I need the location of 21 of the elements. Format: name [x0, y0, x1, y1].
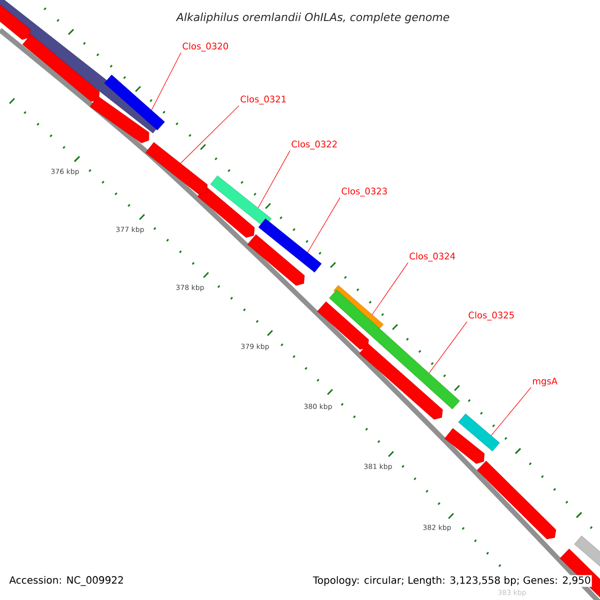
gene-label: Clos_0323	[342, 188, 387, 196]
leader-line	[180, 105, 240, 164]
leader-line	[372, 262, 408, 315]
gene-feature	[458, 414, 500, 452]
leader-line	[490, 387, 532, 436]
gene-label: Clos_0320	[182, 42, 228, 52]
gene-feature	[104, 74, 165, 130]
gene-label: Clos_0322	[292, 140, 337, 150]
title: Alkaliphilus oremlandii OhILAs, complete genome	[176, 12, 450, 24]
gene-label: mgsA	[533, 378, 558, 386]
gene-label: Clos_0321	[240, 96, 286, 104]
leader-line	[307, 197, 340, 253]
gene-feature	[258, 218, 322, 272]
gene-label: Clos_0324	[410, 252, 456, 262]
gene-label: Clos_0325	[468, 312, 514, 320]
gene-feature	[146, 142, 208, 195]
accession-text: Accession: NC_009922	[8, 575, 125, 587]
genome-info-text: Topology: circular; Length: 3,123,558 bp; Genes: 2,950	[312, 575, 592, 587]
leader-line	[258, 150, 290, 208]
leader-line	[428, 321, 468, 374]
gene-feature	[210, 176, 272, 228]
